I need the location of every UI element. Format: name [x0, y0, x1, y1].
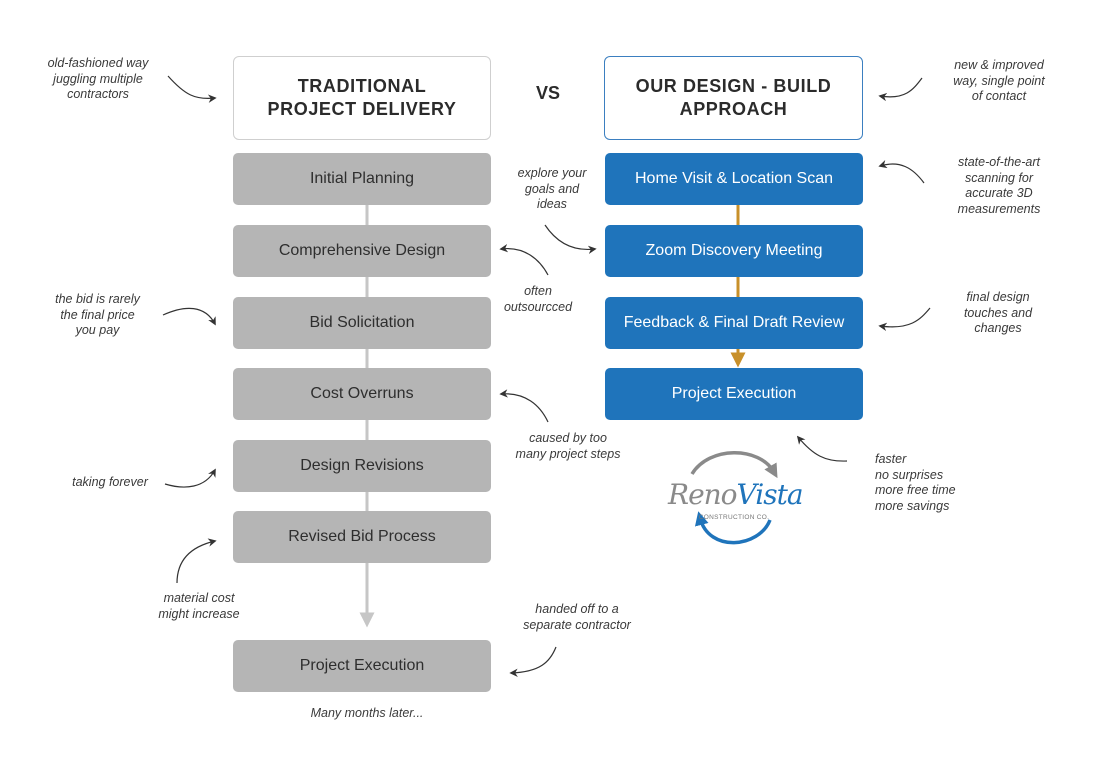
traditional-step-design-revisions: Design Revisions [233, 440, 491, 492]
note-often-outsourced: often outsourcced [503, 284, 573, 314]
traditional-step-project-execution: Project Execution [233, 640, 491, 692]
vs-label: VS [535, 83, 560, 103]
arrow-benefits [796, 435, 848, 462]
note-old-fashioned: old-fashioned way juggling multiple cont… [47, 56, 149, 101]
logo-blue-arc-icon [694, 511, 772, 545]
traditional-step-comprehensive-design: Comprehensive Design [233, 225, 491, 277]
annotation-arrows [162, 75, 931, 677]
logo-wordmark: RenoVista [668, 478, 804, 511]
logo-tagline: CONSTRUCTION CO. [698, 514, 770, 521]
design-build-step-project-execution: Project Execution [605, 368, 863, 420]
traditional-step-cost-overruns: Cost Overruns [233, 368, 491, 420]
arrow-often-outsourced [499, 244, 549, 276]
arrow-explore-goals [544, 224, 597, 254]
arrow-material-cost [176, 538, 217, 584]
note-new-improved: new & improved way, single point of cont… [953, 58, 1045, 103]
traditional-step-bid-solicitation: Bid Solicitation [233, 297, 491, 349]
arrow-state-of-art [878, 160, 925, 184]
note-bid-rarely: the bid is rarely the final price you pa… [55, 292, 140, 337]
arrow-taking-forever [164, 468, 216, 488]
traditional-header: TRADITIONAL PROJECT DELIVERY [233, 56, 491, 140]
note-handed-off: handed off to a separate contractor [523, 602, 631, 632]
logo-graphic [690, 451, 778, 545]
note-material-cost: material cost might increase [158, 591, 240, 621]
note-taking-forever: taking forever [72, 475, 148, 489]
note-caused-by: caused by too many project steps [515, 431, 621, 461]
logo-grey-arc-icon [690, 451, 778, 479]
renovista-logo: RenoVista CONSTRUCTION CO. [664, 448, 804, 552]
arrow-new-improved [878, 77, 923, 102]
design-build-header: OUR DESIGN - BUILD APPROACH [604, 56, 863, 140]
note-benefits: faster no surprises more free time more … [875, 452, 956, 513]
arrow-caused-by [499, 389, 549, 423]
note-final-design: final design touches and changes [963, 290, 1033, 335]
arrow-handed-off [509, 646, 557, 677]
note-state-of-art: state-of-the-art scanning for accurate 3… [957, 155, 1041, 216]
design-build-step-home-visit: Home Visit & Location Scan [605, 153, 863, 205]
design-build-step-zoom-meeting: Zoom Discovery Meeting [605, 225, 863, 277]
arrow-old-fashioned [167, 75, 217, 103]
design-build-step-feedback-review: Feedback & Final Draft Review [605, 297, 863, 349]
logo-reno: Reno [668, 478, 738, 511]
note-footer-many-months: Many months later... [310, 706, 424, 720]
traditional-step-revised-bid-process: Revised Bid Process [233, 511, 491, 563]
logo-vista: Vista [736, 478, 804, 511]
arrow-bid-rarely [162, 307, 216, 326]
traditional-step-initial-planning: Initial Planning [233, 153, 491, 205]
note-explore-goals: explore your goals and ideas [517, 166, 587, 211]
arrow-final-design [878, 307, 931, 332]
